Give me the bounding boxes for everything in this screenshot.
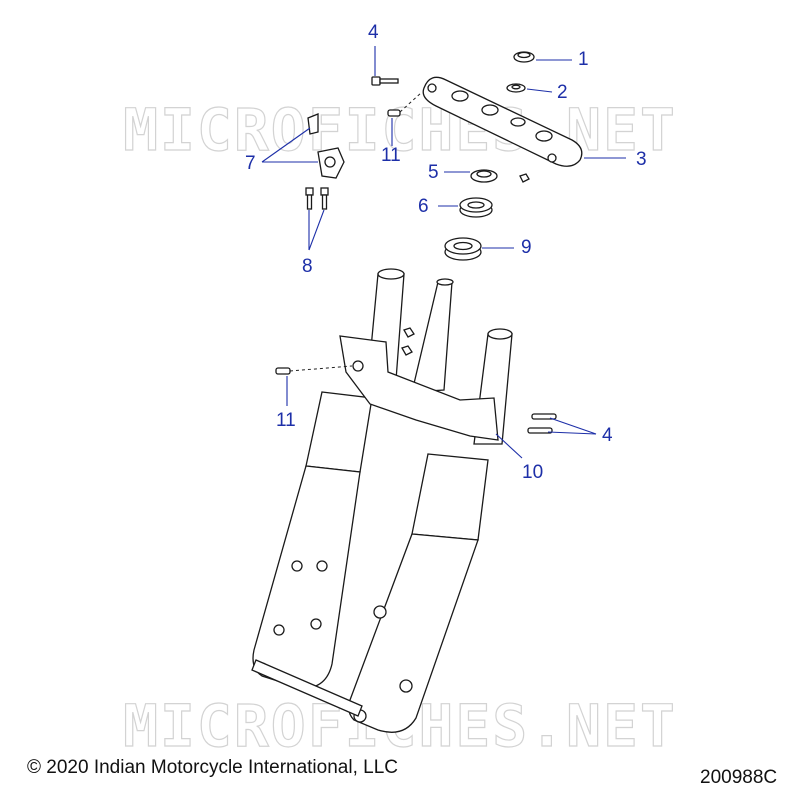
callout-11-top: 11 [381,145,401,166]
part-washer-2 [506,83,526,93]
callout-10: 10 [522,462,544,483]
part-nut-5 [470,169,498,183]
callout-6: 6 [418,196,429,217]
part-washer-1 [513,51,535,63]
part-steering-stem [411,278,454,393]
part-bolts-8 [305,187,329,210]
callout-9: 9 [521,237,532,258]
part-bearing-6 [459,197,493,218]
part-pin-11-lower [275,367,291,375]
callout-11-lower: 11 [276,410,296,431]
watermark-top: MICROFICHES.NET [122,95,677,164]
callout-8: 8 [302,256,313,277]
part-bolts-4-lower [527,413,557,434]
part-pin-11-top [387,109,401,117]
callout-7: 7 [245,153,256,174]
figure-id: 200988C [700,767,778,788]
callout-1: 1 [578,49,589,70]
callout-4-lower: 4 [602,425,613,446]
leader-lines [261,46,626,459]
callout-2: 2 [557,82,568,103]
part-bearing-9 [444,237,482,261]
copyright-notice: © 2020 Indian Motorcycle International, … [27,757,398,778]
callout-3: 3 [636,149,647,170]
part-upper-triple-clamp [422,76,583,167]
callout-5: 5 [428,162,439,183]
right-fork-leg [348,328,513,733]
part-bolt-4-top [371,76,399,86]
left-fork-leg [252,268,405,689]
part-clamp-bracket-7 [307,113,345,179]
part-axle [251,659,363,717]
callout-4-top: 4 [368,22,379,43]
part-lower-triple-clamp [339,327,499,441]
